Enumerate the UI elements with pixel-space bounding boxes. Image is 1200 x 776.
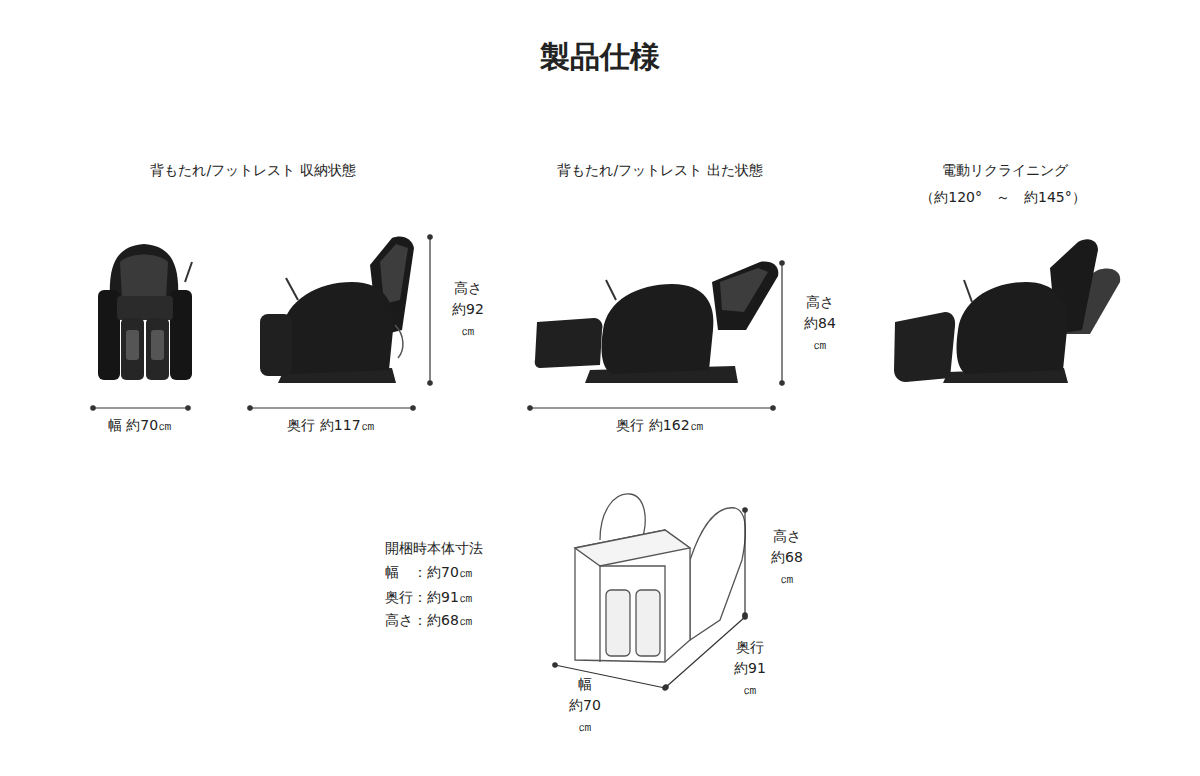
dimension-line: [781, 263, 782, 383]
seat-top: [575, 530, 690, 566]
dimension-line: [429, 237, 430, 383]
leg-rest: [260, 314, 292, 376]
controller: [286, 278, 298, 300]
headrest: [110, 244, 178, 300]
seat-shell: [957, 282, 1068, 374]
dimension-line: [250, 407, 413, 408]
armrest: [170, 290, 192, 380]
armrest: [98, 290, 120, 380]
chair-side-folded: [260, 236, 414, 383]
backrest: [712, 262, 778, 330]
leg-rest: [121, 318, 144, 380]
spec-heading: 開梱時本体寸法: [385, 538, 483, 559]
leg-well: [636, 590, 660, 656]
backrest-panel: [720, 268, 768, 312]
chair-side-reclining: [894, 239, 1120, 383]
dimension-end: [743, 508, 747, 512]
dimension-end: [411, 406, 415, 410]
dimension-end: [553, 663, 557, 667]
box-body: [575, 530, 690, 662]
dimension-end: [664, 685, 668, 689]
dimension-end: [743, 615, 747, 619]
backrest-outline: [690, 508, 745, 640]
chair-front-view: [98, 244, 192, 380]
dimension-end: [428, 381, 432, 385]
section-heading: 電動リクライニング: [942, 160, 1068, 181]
dimension-label: 奥行 約91㎝: [734, 637, 766, 700]
dimension-label: 高さ 約68㎝: [771, 526, 803, 589]
dimension-end: [91, 406, 95, 410]
dimension-end: [186, 406, 190, 410]
dimension-label: 幅 約70㎝: [569, 674, 601, 737]
dimension-lines: [91, 235, 784, 690]
spec-line: 幅 ：約70㎝: [385, 562, 473, 583]
dimension-label: 奥行 約162㎝: [616, 415, 703, 436]
leg-panel: [126, 330, 139, 360]
front-edge: [600, 566, 665, 662]
headrest-panel: [120, 255, 168, 301]
leg-rest: [146, 318, 169, 380]
seat-shell: [281, 282, 394, 374]
leg-well: [606, 590, 630, 656]
seat-shell: [602, 284, 714, 374]
angle-range: （約120° ～ 約145°）: [920, 187, 1085, 208]
chair-side-extended: [535, 262, 779, 383]
leg-rest: [894, 312, 955, 382]
dimension-end: [248, 406, 252, 410]
dimension-end: [780, 381, 784, 385]
dimension-line: [93, 407, 188, 408]
leg-rest: [535, 318, 603, 368]
unboxed-body: [575, 494, 745, 662]
dimension-line: [530, 407, 773, 408]
section-heading: 背もたれ/フットレスト 出た状態: [557, 160, 762, 181]
dimension-line: [744, 510, 745, 615]
dimension-end: [771, 406, 775, 410]
dimension-line: [666, 617, 745, 687]
dimension-label: 高さ 約92㎝: [452, 278, 484, 341]
dimension-label: 高さ 約84㎝: [804, 292, 836, 355]
dimension-end: [428, 235, 432, 239]
controller: [964, 280, 972, 302]
dimension-end: [663, 686, 667, 690]
controller: [185, 262, 192, 282]
dimension-end: [780, 261, 784, 265]
dimension-line: [555, 665, 665, 688]
leg-panel: [151, 330, 164, 360]
controller: [606, 280, 616, 300]
cable: [395, 325, 403, 358]
spec-line: 高さ：約68㎝: [385, 610, 473, 631]
dimension-label: 奥行 約117㎝: [287, 415, 374, 436]
page-title: 製品仕様: [540, 38, 660, 76]
dimension-label: 幅 約70㎝: [108, 415, 172, 436]
seat: [117, 296, 173, 320]
spec-line: 奥行：約91㎝: [385, 587, 473, 608]
dimension-end: [528, 406, 532, 410]
section-heading: 背もたれ/フットレスト 収納状態: [150, 160, 355, 181]
